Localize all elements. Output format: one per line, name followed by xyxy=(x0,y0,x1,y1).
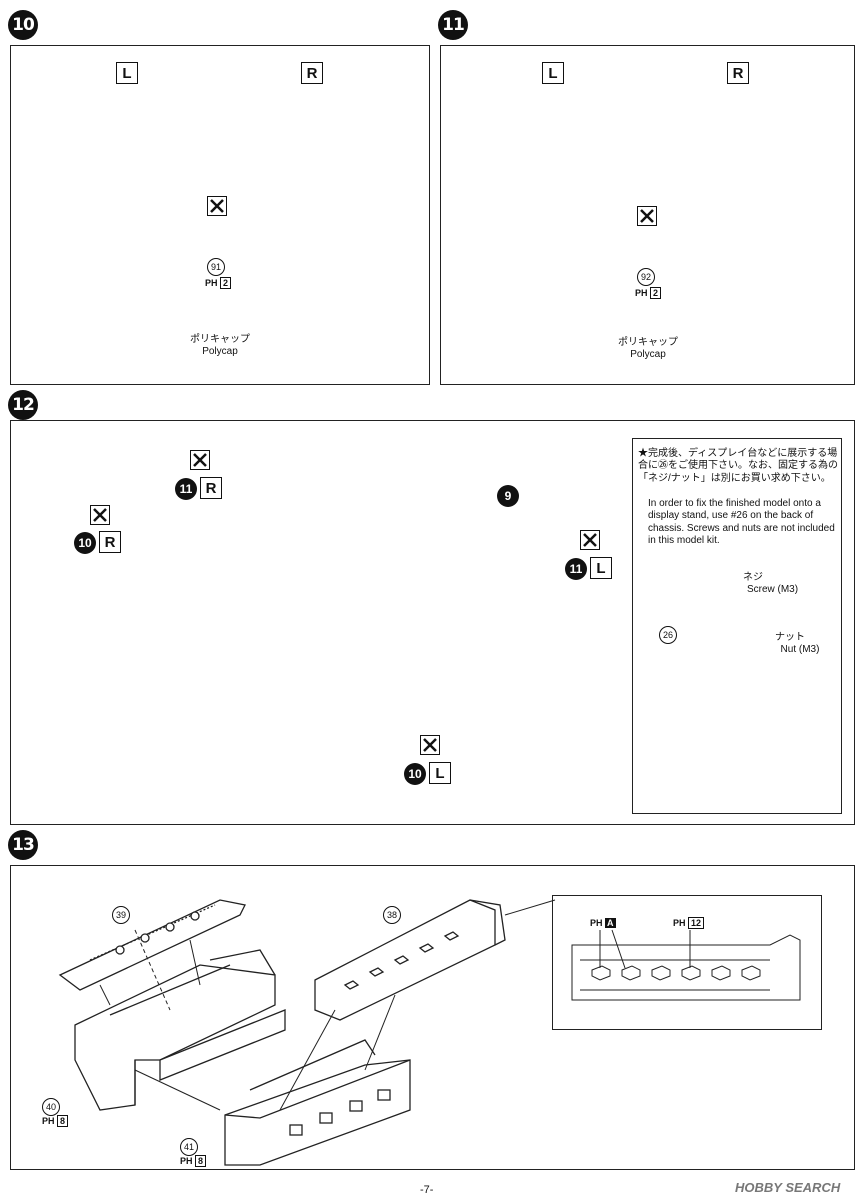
no-glue-icon xyxy=(580,530,600,550)
step13-inset-ph-a: PH A xyxy=(590,918,616,928)
step12-inset-frame xyxy=(632,438,842,814)
step11-left-label: L xyxy=(542,62,564,84)
step13-frame xyxy=(10,865,855,1170)
step12-callout-side-r: R xyxy=(99,531,121,553)
ph-value: 12 xyxy=(688,917,705,929)
step12-part-26: 26 xyxy=(659,626,677,644)
ph-value: 2 xyxy=(650,287,662,299)
step12-frame xyxy=(10,420,855,825)
step10-right-label: R xyxy=(301,62,323,84)
step12-note-en: In order to fix the finished model onto … xyxy=(648,498,835,547)
step12-chassis-part: 9 xyxy=(497,485,519,507)
step12-callout-step11-r: 11 xyxy=(175,478,197,500)
step13-inset-detail xyxy=(571,929,801,1001)
step12-screw-en: Screw (M3) xyxy=(746,584,799,595)
step13-part-41: 41 xyxy=(180,1138,198,1156)
step13-part38 xyxy=(314,899,506,1021)
step12-callout-step10-r: 10 xyxy=(74,532,96,554)
step10-polycap-jp: ポリキャップ xyxy=(190,334,250,345)
ph-text: PH xyxy=(205,278,218,288)
ph-text: PH xyxy=(635,288,648,298)
step13-part-38: 38 xyxy=(383,906,401,924)
step13-ph-40: PH 8 xyxy=(42,1115,69,1127)
step13-part40-body xyxy=(74,949,286,1111)
step13-inset-frame xyxy=(552,895,822,1030)
step11-ph-label: PH 2 xyxy=(635,287,662,299)
step12-number: 12 xyxy=(8,390,38,420)
step12-callout-side-r: R xyxy=(200,477,222,499)
no-glue-icon xyxy=(637,206,657,226)
step12-callout-step11-l: 11 xyxy=(565,558,587,580)
ph-text: PH xyxy=(673,918,686,928)
step11-right-label: R xyxy=(727,62,749,84)
step11-polycap-en: Polycap xyxy=(630,349,666,360)
step12-screw-jp: ネジ xyxy=(743,572,763,583)
page-number: -7- xyxy=(420,1184,434,1196)
ph-text: PH xyxy=(42,1116,55,1126)
step11-part-number: 92 xyxy=(637,268,655,286)
ph-text: PH xyxy=(590,918,603,928)
step10-polycap-en: Polycap xyxy=(202,346,238,357)
step12-note-jp: ★完成後、ディスプレイ台などに展示する場合に㉖をご使用下さい。なお、固定する為の… xyxy=(638,448,838,484)
step12-callout-side-l: L xyxy=(429,762,451,784)
step10-number: 10 xyxy=(8,10,38,40)
step13-part-40: 40 xyxy=(42,1098,60,1116)
step11-number: 11 xyxy=(438,10,468,40)
step10-ph-label: PH 2 xyxy=(205,277,232,289)
ph-value: A xyxy=(605,918,616,928)
step13-number: 13 xyxy=(8,830,38,860)
step13-part41-body xyxy=(224,1039,411,1166)
step13-part39 xyxy=(58,899,246,991)
step13-ph-41: PH 8 xyxy=(180,1155,207,1167)
ph-value: 8 xyxy=(195,1155,207,1167)
no-glue-icon xyxy=(420,735,440,755)
watermark: HOBBY SEARCH xyxy=(735,1180,841,1195)
no-glue-icon xyxy=(207,196,227,216)
step12-callout-side-l: L xyxy=(590,557,612,579)
step13-part-39: 39 xyxy=(112,906,130,924)
step12-nut-en: Nut (M3) xyxy=(780,644,820,655)
ph-value: 2 xyxy=(220,277,232,289)
step10-left-label: L xyxy=(116,62,138,84)
no-glue-icon xyxy=(190,450,210,470)
step12-callout-step10-l: 10 xyxy=(404,763,426,785)
no-glue-icon xyxy=(90,505,110,525)
step10-part-number: 91 xyxy=(207,258,225,276)
step12-nut-jp: ナット xyxy=(775,632,805,643)
ph-value: 8 xyxy=(57,1115,69,1127)
step13-inset-ph-12: PH 12 xyxy=(673,917,705,929)
step11-polycap-jp: ポリキャップ xyxy=(618,337,678,348)
ph-text: PH xyxy=(180,1156,193,1166)
